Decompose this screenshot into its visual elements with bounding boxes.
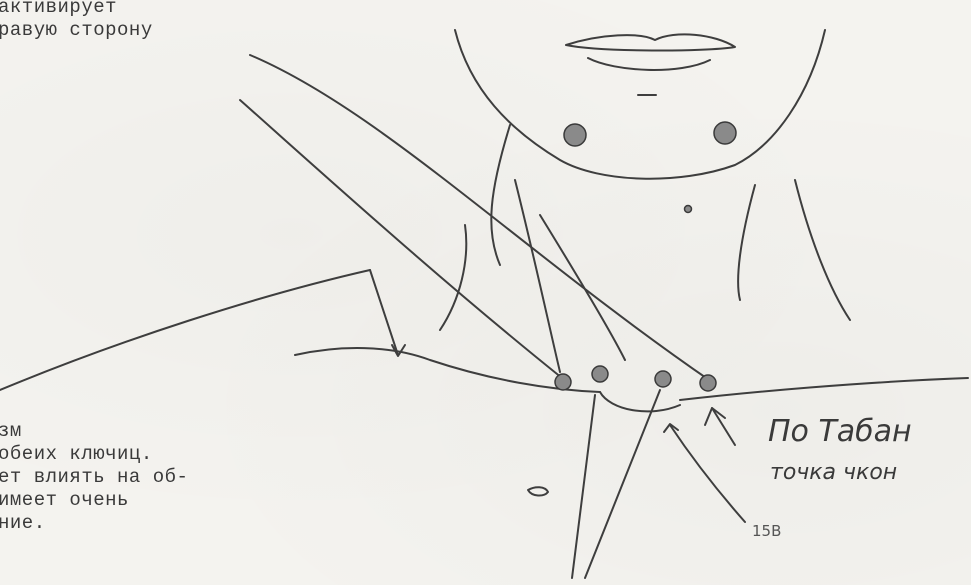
pointer-line-8 (670, 425, 745, 522)
bottom-note-line-1: зм (0, 420, 22, 442)
lower-lip (588, 58, 710, 70)
top-note-line-2: равую сторону (0, 19, 153, 41)
pointer-line-5 (0, 270, 370, 390)
pointer-line-3 (515, 180, 560, 372)
top-typed-note: активирует равую сторону (0, 0, 153, 42)
point-neck-center (685, 206, 692, 213)
bottom-note-line-3: ет влиять на об- (0, 466, 188, 488)
jaw-line (455, 30, 825, 179)
bottom-note-line-2: обеих ключиц. (0, 443, 153, 465)
pointer-arrow-up (712, 408, 735, 445)
point-jaw-left (564, 124, 586, 146)
neck-left-outer (440, 225, 466, 330)
bottom-note-line-5: ние. (0, 512, 46, 534)
upper-lip (566, 34, 735, 50)
pointer-line-1 (250, 55, 712, 382)
neck-right-inner (738, 185, 755, 300)
clavicle-line (295, 348, 600, 392)
bottom-note-line-4: имеет очень (0, 489, 129, 511)
neck-right-outer (795, 180, 850, 320)
point-number-label: 15В (752, 522, 781, 540)
point-clavicle-3 (655, 371, 671, 387)
pointer-line-2 (240, 100, 562, 378)
point-jaw-right (714, 122, 736, 144)
neck-left-inner (491, 125, 510, 265)
clavicle-right (680, 378, 968, 400)
top-note-line-1: активирует (0, 0, 117, 18)
handwritten-note-line-2: точка чкон (770, 460, 897, 485)
bottom-typed-note: зм обеих ключиц. ет влиять на об- имеет … (0, 420, 188, 535)
jugular-notch (600, 392, 680, 411)
pointer-line-6 (572, 395, 595, 578)
small-loop-mark (528, 487, 548, 495)
handwritten-note-line-1: По Табан (768, 414, 912, 449)
pointer-line-7 (585, 390, 660, 578)
point-clavicle-4 (700, 375, 716, 391)
point-clavicle-1 (555, 374, 571, 390)
point-clavicle-2 (592, 366, 608, 382)
pointer-line-5b (370, 270, 398, 355)
